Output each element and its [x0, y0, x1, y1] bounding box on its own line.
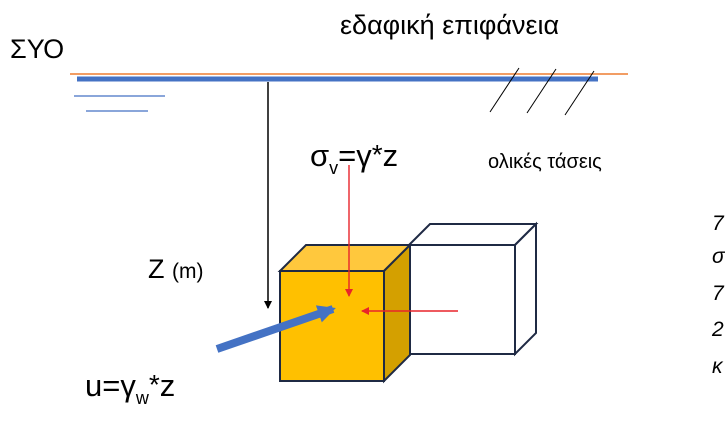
u-depth: z: [159, 368, 176, 403]
sigma-multiply: *: [371, 139, 383, 170]
cut-text-3: 7: [712, 282, 724, 305]
sigma-symbol: σ: [310, 138, 330, 173]
soil-hatch-2: [526, 68, 557, 114]
u-equals: u=γ: [85, 368, 136, 403]
sigma-subscript: v: [329, 158, 339, 178]
neighbour-element-cube: [406, 221, 539, 357]
u-subscript: w: [135, 388, 149, 408]
soil-hatch-3: [564, 70, 595, 116]
sigma-depth: z: [382, 138, 399, 173]
pore-pressure-formula: u=γw*z: [85, 368, 176, 407]
depth-unit: (m): [172, 260, 204, 283]
u-multiply: *: [148, 369, 160, 400]
soil-element-cube: [277, 242, 413, 384]
total-stress-formula: σv=γ*z: [310, 138, 399, 177]
pore-pressure-arrow: [215, 305, 336, 353]
cut-text-2: σ: [712, 245, 725, 268]
soil-hatch-1: [489, 67, 520, 113]
ground-surface-label: εδαφική επιφάνεια: [340, 10, 560, 40]
sigma-equals: =γ: [338, 138, 372, 173]
depth-label: Z (m): [148, 256, 204, 283]
cut-text-1: 7: [712, 212, 724, 235]
groundwater-label: ΣΥΟ: [10, 34, 65, 64]
total-stresses-label: ολικές τάσεις: [488, 151, 602, 173]
depth-symbol: Z: [148, 254, 165, 284]
cut-text-4: 2: [712, 318, 724, 341]
cut-text-5: κ: [712, 355, 723, 378]
